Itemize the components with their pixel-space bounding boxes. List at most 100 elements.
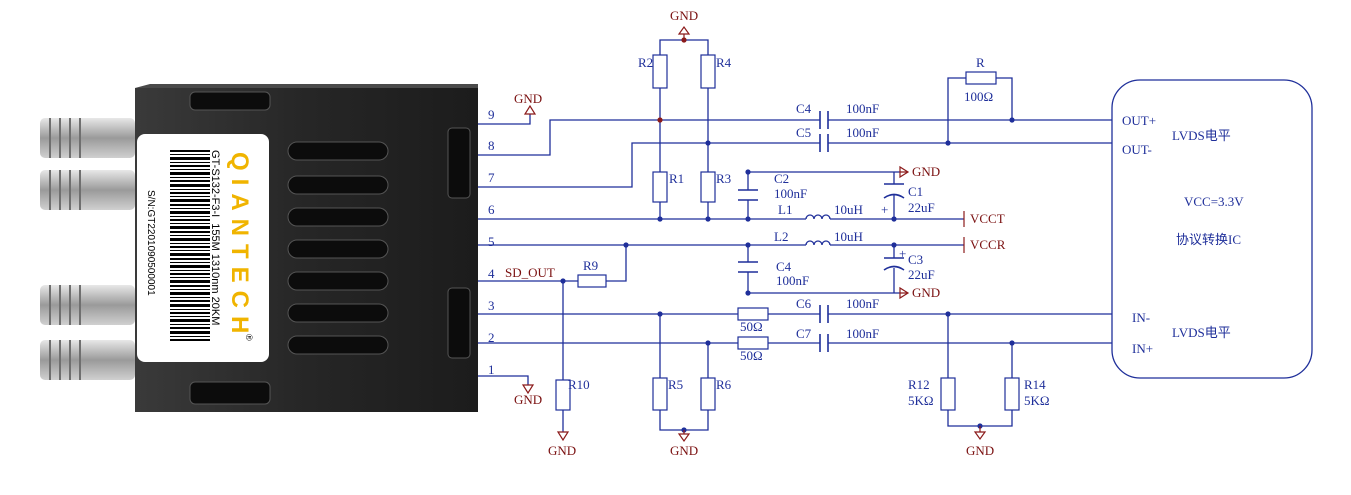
resistor-r10 xyxy=(555,379,571,411)
resistor-50a xyxy=(737,307,769,321)
r-value: 100Ω xyxy=(964,89,993,104)
r14-label: R14 xyxy=(1024,377,1046,392)
ic-vcc: VCC=3.3V xyxy=(1184,194,1244,209)
ic-out-plus: OUT+ xyxy=(1122,113,1156,128)
c3-label: C3 xyxy=(908,252,923,267)
c7-label: C7 xyxy=(796,326,812,341)
resistor-r4 xyxy=(700,54,716,89)
ic-lvds-bottom: LVDS电平 xyxy=(1172,325,1231,340)
gnd-r12-r14 xyxy=(973,426,987,441)
gnd-c3 xyxy=(899,286,910,300)
c1-value: 22uF xyxy=(908,200,935,215)
registered-mark: ® xyxy=(244,334,254,341)
c4-top-value: 100nF xyxy=(846,101,879,116)
ic-out-minus: OUT- xyxy=(1122,142,1152,157)
resistor-r6 xyxy=(700,377,716,411)
c4-mid-label: C4 xyxy=(776,259,792,274)
gnd-top xyxy=(677,25,691,40)
pin-2: 2 xyxy=(488,330,495,345)
fiber-connector-top xyxy=(40,118,135,210)
module-serial: S/N:GT2201090500001 xyxy=(145,190,156,296)
gnd-label-r12: GND xyxy=(966,443,994,458)
resistor-r12 xyxy=(940,377,956,411)
l2-label: L2 xyxy=(774,229,788,244)
r50a-value: 50Ω xyxy=(740,319,763,334)
r-label: R xyxy=(976,55,985,70)
c5-label: C5 xyxy=(796,125,811,140)
r12-value: 5KΩ xyxy=(908,393,934,408)
vccr-label: VCCR xyxy=(970,237,1006,252)
c1-label: C1 xyxy=(908,184,923,199)
r2-label: R2 xyxy=(638,55,653,70)
r1-label: R1 xyxy=(669,171,684,186)
labels: GND GND GND GND GND GND GND GND SD_OUT V… xyxy=(505,8,1244,458)
ic-title: 协议转换IC xyxy=(1176,232,1241,247)
sfp-module: QIANTECH ® GT-S132-F3-I155M 1310nm 20KM … xyxy=(40,84,478,412)
gnd-label-top: GND xyxy=(670,8,698,23)
gnd-label-pin9: GND xyxy=(514,91,542,106)
gnd-pin9 xyxy=(523,104,537,115)
module-model: GT-S132-F3-I155M 1310nm 20KM xyxy=(209,150,221,325)
resistor-r14 xyxy=(1004,377,1020,411)
gnd-label-c1: GND xyxy=(912,164,940,179)
pin-7: 7 xyxy=(488,170,495,185)
c2-value: 100nF xyxy=(774,186,807,201)
c1-plus: + xyxy=(881,202,888,217)
ic-lvds-top: LVDS电平 xyxy=(1172,128,1231,143)
c6-value: 100nF xyxy=(846,296,879,311)
protocol-ic xyxy=(1111,79,1313,379)
r5-label: R5 xyxy=(668,377,683,392)
inductor-l2 xyxy=(805,240,831,246)
pin-4: 4 xyxy=(488,266,495,281)
resistor-r9 xyxy=(577,274,607,288)
c4-top-label: C4 xyxy=(796,101,812,116)
r4-label: R4 xyxy=(716,55,732,70)
l2-value: 10uH xyxy=(834,229,863,244)
wires xyxy=(478,39,1112,432)
capacitors xyxy=(738,111,905,352)
module-slots xyxy=(189,91,471,405)
c5-value: 100nF xyxy=(846,125,879,140)
c4-mid-value: 100nF xyxy=(776,273,809,288)
fiber-connector-bottom xyxy=(40,285,135,380)
gnd-label-c3: GND xyxy=(912,285,940,300)
c3-value: 22uF xyxy=(908,267,935,282)
r50b-value: 50Ω xyxy=(740,348,763,363)
resistor-r3 xyxy=(700,171,716,203)
r14-value: 5KΩ xyxy=(1024,393,1050,408)
r6-label: R6 xyxy=(716,377,732,392)
gnd-pin1 xyxy=(521,384,535,395)
c7-value: 100nF xyxy=(846,326,879,341)
c2-label: C2 xyxy=(774,171,789,186)
r3-label: R3 xyxy=(716,171,731,186)
inductor-l1 xyxy=(805,214,831,220)
junctions xyxy=(560,37,1015,433)
pin-6: 6 xyxy=(488,202,495,217)
gnd-r10 xyxy=(556,431,570,442)
ic-in-plus: IN+ xyxy=(1132,341,1153,356)
l1-value: 10uH xyxy=(834,202,863,217)
vcct-label: VCCT xyxy=(970,211,1005,226)
module-brand: QIANTECH xyxy=(226,152,253,341)
pin-numbers: 9 8 7 6 5 4 3 2 1 xyxy=(488,107,495,377)
gnd-label-r10: GND xyxy=(548,443,576,458)
pin-9: 9 xyxy=(488,107,495,122)
gnd-label-r5: GND xyxy=(670,443,698,458)
barcode xyxy=(170,150,210,341)
gnd-label-pin1: GND xyxy=(514,392,542,407)
resistor-r5 xyxy=(652,377,668,411)
inductors xyxy=(805,214,831,246)
resistors xyxy=(555,54,1020,411)
pin-8: 8 xyxy=(488,138,495,153)
resistor-r2 xyxy=(652,54,668,89)
pin-5: 5 xyxy=(488,234,495,249)
pin-1: 1 xyxy=(488,362,495,377)
sd-out-label: SD_OUT xyxy=(505,265,555,280)
resistor-r1 xyxy=(652,171,668,203)
r12-label: R12 xyxy=(908,377,930,392)
gnd-symbols xyxy=(521,25,987,443)
r9-label: R9 xyxy=(583,258,598,273)
resistor-r xyxy=(965,71,997,85)
gnd-r5-r6 xyxy=(677,430,691,443)
